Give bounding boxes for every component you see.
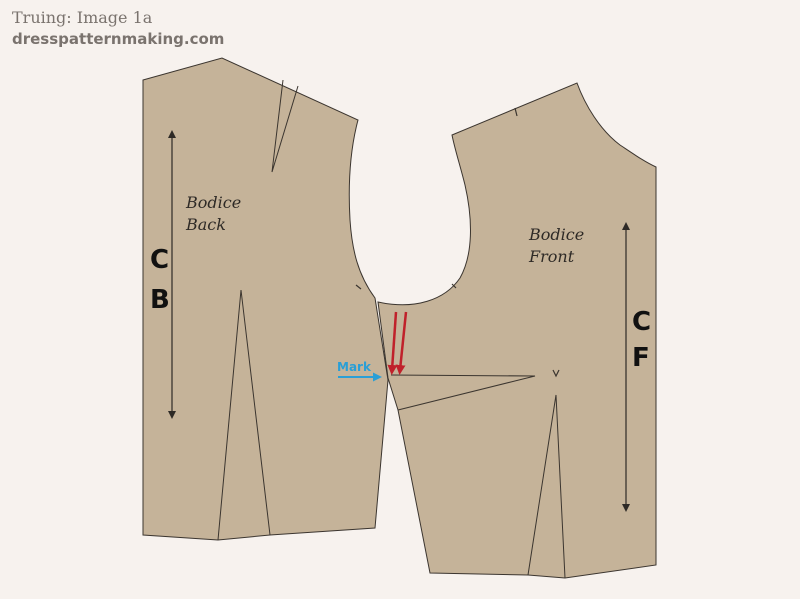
back-waist-dart bbox=[217, 289, 271, 541]
back-label-line1: Bodice bbox=[185, 193, 241, 212]
back-center-letter-1: C bbox=[150, 245, 169, 275]
front-label-line2: Front bbox=[528, 247, 575, 266]
red-arrow-right bbox=[395, 311, 408, 375]
image-title: Truing: Image 1a bbox=[12, 8, 153, 27]
site-name: dresspatternmaking.com bbox=[12, 30, 225, 48]
front-center-letter-2: F bbox=[632, 343, 650, 373]
front-waist-dart bbox=[527, 394, 566, 579]
back-label-line2: Back bbox=[185, 215, 226, 234]
bodice-back-shape bbox=[142, 57, 389, 541]
front-label-line1: Bodice bbox=[528, 225, 584, 244]
back-shoulder-dart bbox=[271, 79, 299, 173]
red-arrow-left bbox=[387, 311, 398, 375]
notch-marks bbox=[355, 107, 560, 378]
back-center-letter-2: B bbox=[150, 285, 170, 315]
caption: Truing: Image 1a dresspatternmaking.com bbox=[12, 8, 224, 50]
front-center-letter-1: C bbox=[632, 307, 651, 337]
bodice-front-shape bbox=[377, 82, 657, 579]
mark-label: Mark bbox=[337, 360, 372, 374]
front-side-dart bbox=[390, 374, 536, 411]
